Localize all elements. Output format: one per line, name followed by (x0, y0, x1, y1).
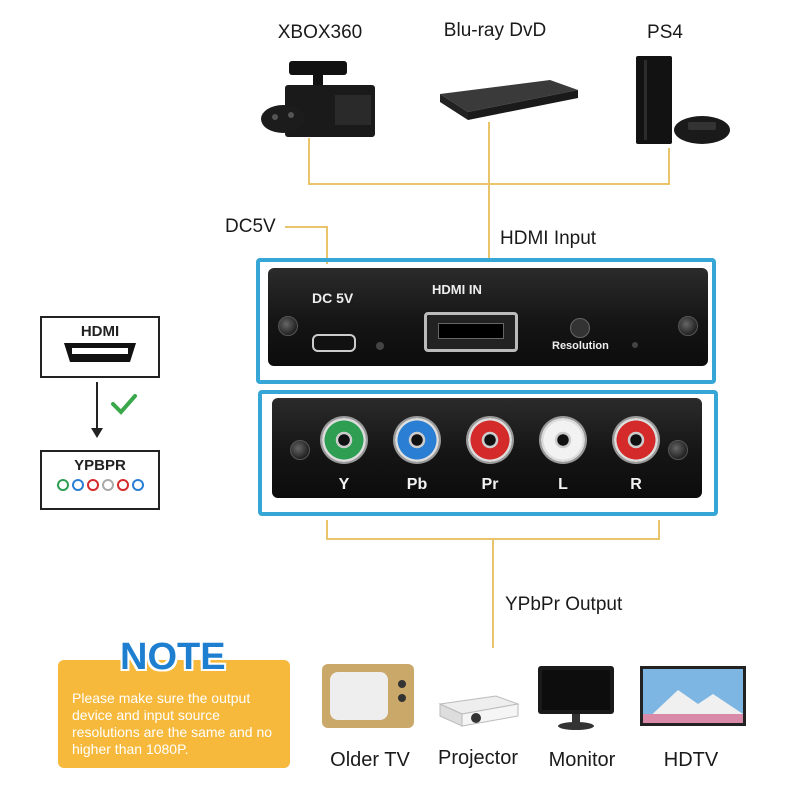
rca-jack-pr[interactable] (468, 418, 512, 462)
output-label-monitor: Monitor (548, 749, 616, 771)
ypbpr-box-label: YPBPR (74, 457, 126, 474)
note-body: Please make sure the output device and i… (72, 690, 273, 757)
screw-icon (290, 440, 310, 460)
led-indicator (376, 342, 384, 350)
hdmi-port-label: HDMI IN (432, 282, 482, 297)
rca-jack-label: R (630, 476, 642, 493)
output-panel-frame (258, 390, 718, 516)
projector-image (436, 690, 520, 730)
xbox-console-image (255, 55, 385, 145)
hdtv-image (638, 664, 748, 734)
arrow-down-icon (96, 382, 98, 430)
screw-icon (278, 316, 298, 336)
hdmi-input-port[interactable] (424, 312, 518, 352)
input-panel: DC 5V HDMI IN Resolution (268, 268, 708, 366)
rca-jack-label: Pb (406, 476, 428, 493)
mini-rca-icon (101, 479, 114, 491)
rca-jack-label: L (558, 476, 568, 493)
output-label-projector: Projector (437, 747, 519, 769)
hdmi-box-label: HDMI (80, 323, 120, 340)
monitor-image (536, 664, 616, 734)
mini-rca-icon (71, 479, 84, 491)
rca-jack-pb[interactable] (395, 418, 439, 462)
rca-jack-label: Pr (481, 476, 499, 493)
hdmi-box: HDMI (40, 316, 160, 378)
input-label: HDMI Input (500, 228, 597, 249)
note-box (58, 660, 290, 768)
output-label: YPbPr Output (505, 594, 623, 615)
older-tv-image (318, 660, 418, 732)
rca-jack-l[interactable] (541, 418, 585, 462)
source-label-bluray: Blu-ray DvD (443, 20, 547, 41)
ypbpr-box: YPBPR (40, 450, 160, 510)
bluray-player-image (430, 72, 580, 122)
mini-rca-icon (116, 479, 129, 491)
screw-icon (668, 440, 688, 460)
resolution-label: Resolution (552, 340, 609, 352)
ps4-console-image (630, 52, 740, 152)
mini-rca-icon (131, 479, 144, 491)
rca-jack-y[interactable] (322, 418, 366, 462)
source-label-xbox: XBOX360 (277, 22, 363, 43)
screw-icon (678, 316, 698, 336)
dc-port-label: DC 5V (312, 290, 354, 306)
led-indicator (632, 342, 638, 348)
input-panel-frame (256, 258, 716, 384)
output-label-older-tv: Older TV (330, 749, 410, 771)
power-label: DC5V (225, 216, 276, 237)
hdmi-connector-icon (64, 343, 136, 362)
check-icon (110, 392, 138, 421)
resolution-button[interactable] (570, 318, 590, 338)
arrow-head-icon (91, 428, 103, 438)
output-label-hdtv: HDTV (663, 749, 719, 771)
note-title: NOTE (120, 636, 226, 678)
mini-rca-icon (86, 479, 99, 491)
rca-jack-label: Y (338, 476, 350, 493)
rca-jack-r[interactable] (614, 418, 658, 462)
source-label-ps4: PS4 (647, 22, 683, 43)
dc-port[interactable] (312, 334, 356, 352)
mini-rca-icon (56, 479, 69, 491)
